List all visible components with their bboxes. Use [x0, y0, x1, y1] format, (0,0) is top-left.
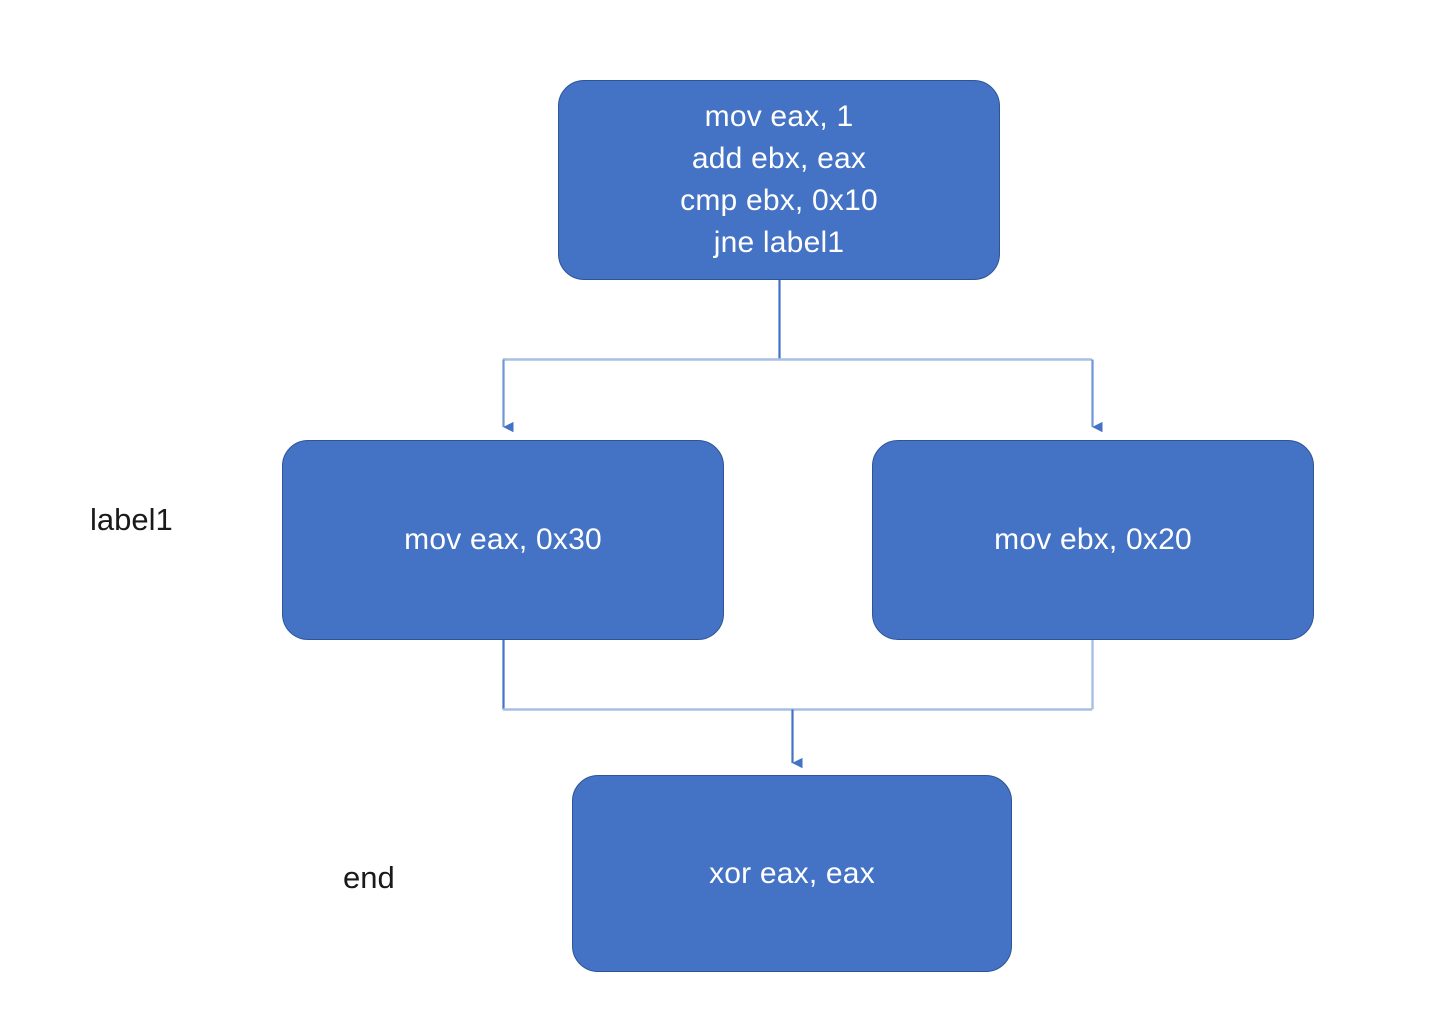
node-right-block[interactable]: mov ebx, 0x20	[872, 440, 1314, 640]
node-left-text: mov eax, 0x30	[404, 523, 602, 556]
node-entry-block[interactable]: mov eax, 1 add ebx, eax cmp ebx, 0x10 jn…	[558, 80, 1000, 280]
node-right-text: mov ebx, 0x20	[994, 523, 1192, 556]
side-label-label1: label1	[90, 502, 173, 537]
side-label-end: end	[343, 860, 395, 895]
edge-entry-split	[502, 280, 1103, 433]
node-left-block[interactable]: mov eax, 0x30	[282, 440, 724, 640]
node-end-block[interactable]: xor eax, eax	[572, 775, 1012, 972]
node-end-text: xor eax, eax	[709, 856, 875, 890]
edge-merge-to-end	[502, 640, 1094, 769]
node-entry-text: mov eax, 1 add ebx, eax cmp ebx, 0x10 jn…	[680, 100, 878, 259]
